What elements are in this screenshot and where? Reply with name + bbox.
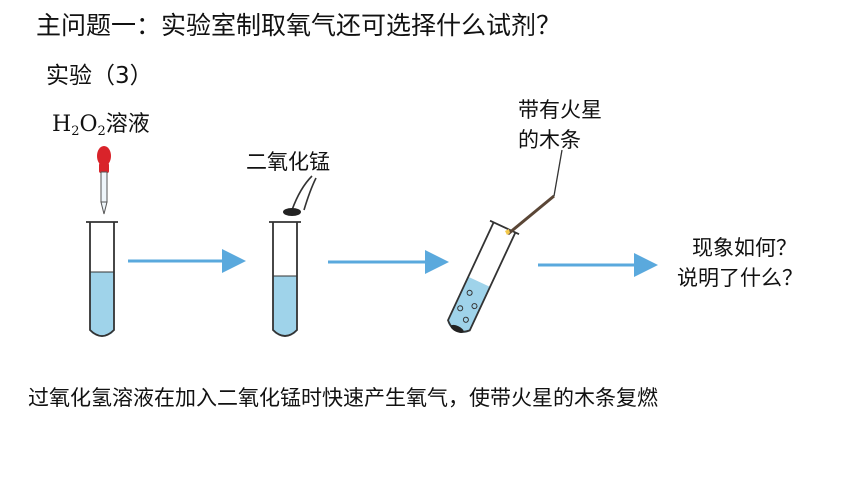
formula-sub-1: 2: [71, 124, 80, 139]
bubble: [462, 316, 469, 323]
question-line-1: 现象如何？: [692, 236, 797, 260]
test-tube-2: [269, 221, 301, 337]
h2o2-liquid-2: [273, 276, 297, 330]
spatula: [283, 175, 317, 216]
formula-sub-2: 2: [97, 124, 106, 139]
question-line-2: 说明了什么？: [677, 266, 803, 290]
dropper-tip: [100, 201, 108, 215]
conclusion-text: 过氧化氢溶液在加入二氧化锰时快速产生氧气，使带火星的木条复燃: [28, 386, 658, 410]
dropper-bulb: [97, 146, 111, 166]
mno2-powder: [283, 208, 301, 216]
h2o2-solution-label: H2O2溶液: [52, 106, 150, 139]
test-tube-1: [86, 221, 118, 337]
reaction-liquid: [447, 276, 491, 331]
page-title: 主问题一：实验室制取氧气还可选择什么试剂？: [36, 11, 562, 40]
solution-text: 溶液: [105, 112, 150, 137]
experiment-label: 实验（3）: [46, 63, 153, 89]
glowing-splint: [505, 149, 563, 236]
dropper-tube: [100, 171, 108, 203]
formula-o: O: [79, 112, 98, 137]
splint-label-line-2: 的木条: [518, 128, 581, 152]
formula-h: H: [52, 112, 72, 137]
bubble: [466, 289, 473, 296]
dropper: [97, 146, 111, 215]
test-tube-3: [447, 219, 520, 333]
bubble: [457, 305, 464, 312]
splint-label-line-1: 带有火星: [518, 98, 602, 122]
catalyst-powder: [450, 324, 464, 333]
bubble: [471, 303, 478, 310]
ember: [505, 229, 510, 235]
dropper-neck: [99, 163, 109, 173]
mno2-label: 二氧化锰: [246, 150, 330, 174]
h2o2-liquid-1: [90, 272, 114, 330]
